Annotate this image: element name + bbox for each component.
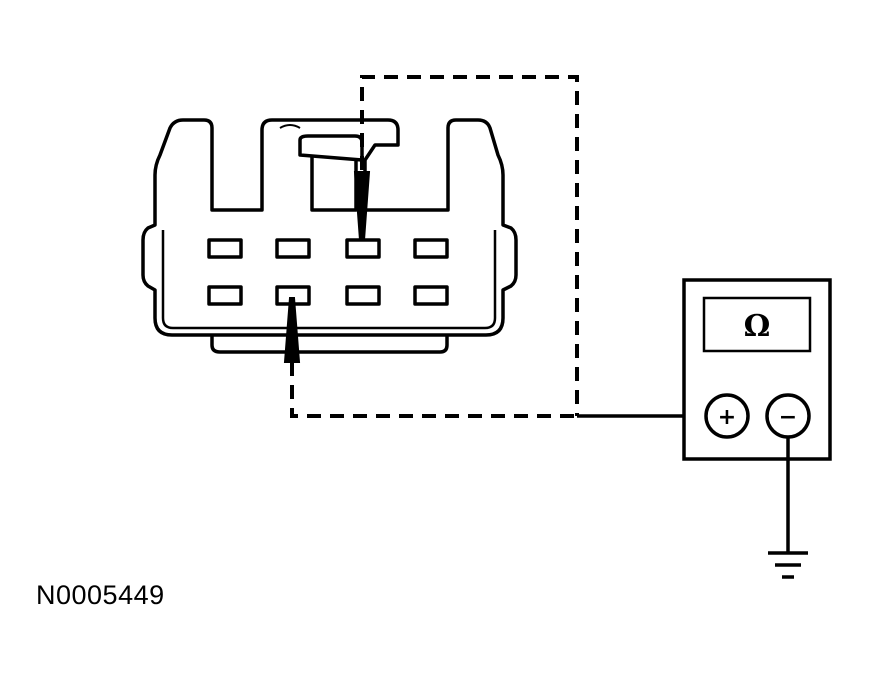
cavity <box>345 285 381 306</box>
lead-to-lower-pin <box>290 362 577 418</box>
connector-inner-outline <box>161 230 497 330</box>
meter-display <box>702 296 812 353</box>
cavity <box>413 238 449 259</box>
connector-housing <box>141 118 518 337</box>
figure-id-label: N0005449 <box>36 580 165 610</box>
ohmmeter <box>682 278 832 461</box>
locking-tab-top <box>298 134 364 162</box>
positive-terminal <box>704 393 750 439</box>
ohm-symbol: Ω <box>744 309 771 344</box>
negative-terminal-label: − <box>779 405 797 430</box>
cavity <box>345 238 381 259</box>
tower-detail <box>279 124 301 129</box>
ground-symbol <box>768 437 808 579</box>
probes <box>283 171 371 363</box>
probe-upper-arrow <box>353 171 371 241</box>
cavity <box>207 238 243 259</box>
connector <box>141 118 518 354</box>
positive-terminal-label: + <box>718 405 736 430</box>
probe-lower-arrow <box>283 297 301 363</box>
test-leads <box>290 75 579 418</box>
cavity <box>413 285 449 306</box>
lead-to-upper-pin <box>360 75 579 416</box>
cavity <box>275 238 311 259</box>
cavity <box>207 285 243 306</box>
